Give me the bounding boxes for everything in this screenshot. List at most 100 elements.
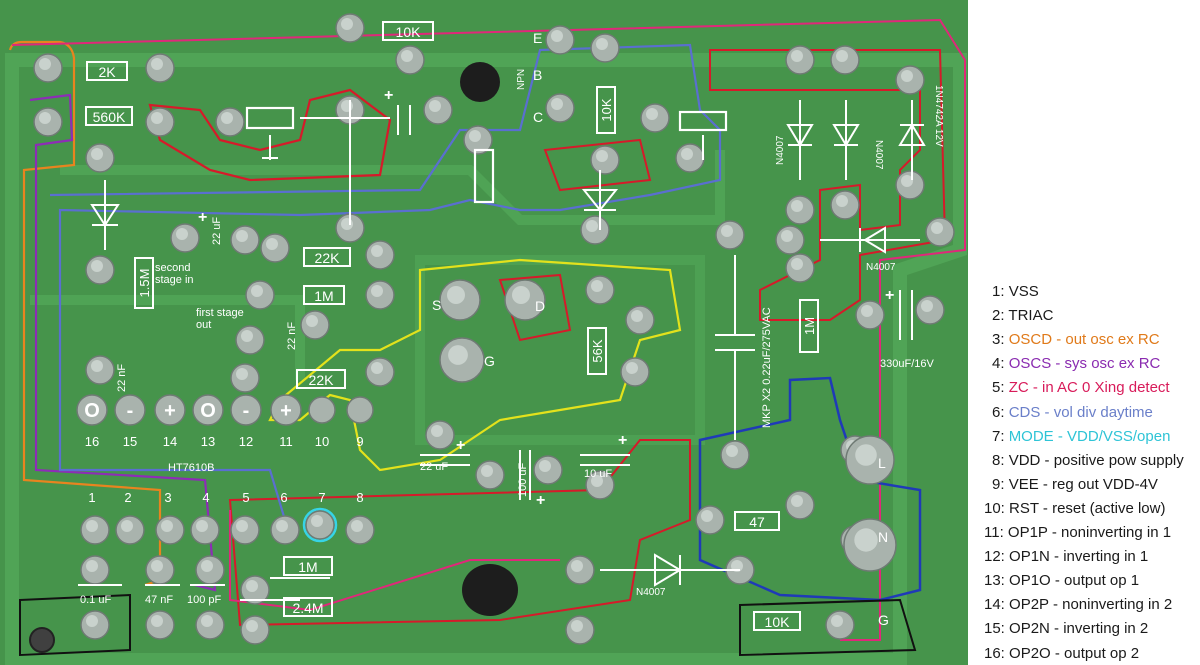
resistor-label: 1M — [314, 288, 333, 304]
solder-pad-highlight — [681, 148, 693, 160]
solder-pad-highlight — [539, 460, 551, 472]
diode-label: N4007 — [866, 262, 896, 273]
svg-text:+: + — [456, 437, 465, 454]
terminal-label: N — [878, 529, 888, 545]
mounting-hole — [29, 627, 55, 653]
svg-text:+: + — [536, 492, 545, 509]
transistor-pin-label: C — [533, 109, 543, 125]
ic-pin-number: 14 — [163, 434, 177, 449]
svg-text:+: + — [885, 287, 894, 304]
solder-pad-highlight — [469, 130, 481, 142]
ic-pad-symbol: O — [200, 400, 216, 422]
resistor-label: 56K — [590, 339, 605, 362]
ic-pad — [346, 396, 374, 424]
solder-pad-highlight — [481, 465, 493, 477]
solder-pad-highlight — [836, 50, 848, 62]
diode-label: N4007 — [775, 135, 786, 165]
solder-pad-highlight — [236, 520, 248, 532]
solder-pad-highlight — [39, 112, 51, 124]
solder-pad-highlight — [121, 520, 133, 532]
resistor-label: 1.5M — [137, 269, 152, 298]
legend-number: 15: — [984, 620, 1010, 638]
resistor-label: 22K — [309, 372, 335, 388]
legend-item: 3: OSCD - out osc ex RC — [992, 331, 1160, 348]
capacitor-label: 10 uF — [584, 468, 612, 480]
capacitor-label: 100 pF — [187, 594, 222, 606]
legend-item: 13: OP1O - output op 1 — [984, 572, 1139, 589]
ic-pin-number: 4 — [202, 490, 209, 505]
legend-item: 6: CDS - vol div daytime — [992, 404, 1153, 421]
solder-pad-highlight — [512, 286, 530, 304]
solder-pad-highlight — [726, 445, 738, 457]
solder-pad-highlight — [151, 560, 163, 572]
legend-text: OP1O - output op 1 — [1009, 572, 1140, 590]
legend-text: OSCS - sys osc ex RC — [1008, 355, 1161, 373]
solder-pad-highlight — [586, 220, 598, 232]
solder-pad-highlight — [921, 300, 933, 312]
legend-text: VDD - positive pow supply — [1008, 451, 1184, 469]
ic-pad — [192, 394, 224, 426]
solder-pad-highlight — [631, 310, 643, 322]
legend-item: 11: OP1P - noninverting in 1 — [984, 524, 1171, 541]
solder-pad-highlight — [596, 38, 608, 50]
solder-pad-highlight — [431, 425, 443, 437]
legend-number: 9: — [992, 475, 1009, 493]
solder-pad-highlight — [646, 108, 658, 120]
resistor-label: 10K — [396, 24, 422, 40]
legend-number: 2: — [992, 307, 1009, 325]
ic-pin-number: 15 — [123, 434, 137, 449]
solder-pad-highlight — [626, 362, 638, 374]
legend-number: 12: — [984, 548, 1010, 566]
solder-pad-highlight — [161, 520, 173, 532]
solder-pad-highlight — [201, 615, 213, 627]
ic-pad — [154, 394, 186, 426]
resistor-label: 1M — [298, 559, 317, 575]
solder-pad-highlight — [901, 70, 913, 82]
solder-pad-highlight — [861, 305, 873, 317]
solder-pad-highlight — [447, 286, 465, 304]
legend-number: 1: — [992, 283, 1009, 300]
transistor-pin-label: E — [533, 30, 542, 46]
solder-pad-highlight — [571, 620, 583, 632]
ic-pin-number: 9 — [356, 434, 363, 449]
solder-pad-highlight — [371, 362, 383, 374]
ic-label: HT7610B — [168, 462, 214, 474]
legend-text: CDS - vol div daytime — [1008, 403, 1153, 421]
solder-pad-highlight — [596, 150, 608, 162]
solder-pad-highlight — [791, 200, 803, 212]
legend-text: MODE - VDD/VSS/open — [1008, 427, 1171, 445]
ic-pad — [270, 394, 302, 426]
solder-pad-highlight — [931, 222, 943, 234]
solder-pad-highlight — [91, 360, 103, 372]
solder-pad-highlight — [341, 100, 353, 112]
solder-pad-highlight — [854, 528, 878, 552]
legend-number: 3: — [992, 331, 1009, 349]
pcb-board: + + + + + + 10K 2K 560K 10K 22K 1M 1.5M … — [0, 0, 968, 665]
ic-pad — [114, 394, 146, 426]
solder-pad-highlight — [86, 560, 98, 572]
mounting-hole — [462, 564, 518, 616]
solder-pad-highlight — [341, 218, 353, 230]
legend-text: OP2O - output op 2 — [1009, 644, 1140, 662]
legend-text: OSCD - out osc ex RC — [1008, 331, 1160, 349]
solder-pad-highlight — [86, 520, 98, 532]
net-blue-cds — [49, 43, 722, 521]
terminal-label: G — [878, 612, 889, 628]
solder-pad-highlight — [251, 285, 263, 297]
capacitor-label: 22 nF — [116, 364, 128, 392]
solder-pad-highlight — [448, 345, 468, 365]
legend-item: 4: OSCS - sys osc ex RC — [992, 355, 1160, 372]
legend-item: 14: OP2P - noninverting in 2 — [984, 596, 1172, 613]
solder-pad-highlight — [221, 112, 233, 124]
solder-pad-highlight — [236, 230, 248, 242]
svg-text:+: + — [618, 432, 627, 449]
net-black-g — [19, 593, 917, 657]
solder-pad-highlight — [196, 520, 208, 532]
resistor-label: 47 — [749, 514, 765, 530]
capacitor-label: 100 uF — [517, 462, 529, 497]
solder-pad-highlight — [241, 330, 253, 342]
solder-pad-highlight — [701, 510, 713, 522]
solder-pad-highlight — [151, 58, 163, 70]
ic-pin-number: 3 — [164, 490, 171, 505]
ic-pad-symbol: + — [280, 400, 292, 422]
